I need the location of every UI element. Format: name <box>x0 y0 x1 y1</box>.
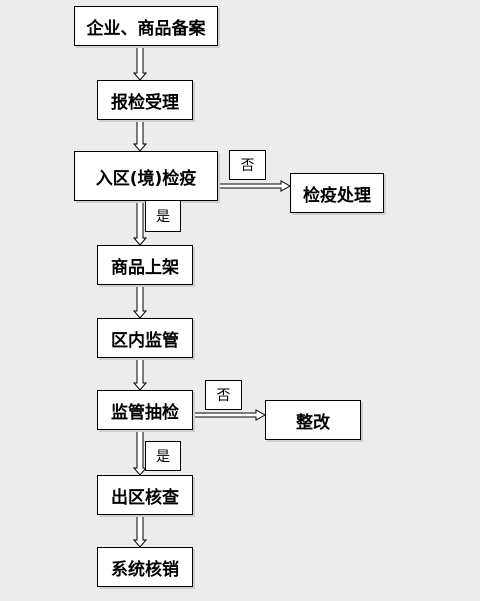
arrow-quarantine-to-handling <box>218 180 292 192</box>
arrow-spot-check-to-rectification <box>193 409 267 421</box>
label-yes-quarantine: 是 <box>145 200 181 232</box>
label-no-quarantine: 否 <box>229 150 266 180</box>
arrow-supervision-to-spot-check <box>132 358 148 391</box>
arrow-shelving-to-supervision <box>132 285 148 319</box>
node-entry-quarantine: 入区(境)检疫 <box>74 151 218 201</box>
arrow-record-to-inspection <box>132 46 148 81</box>
label-yes-spot-check: 是 <box>145 441 181 471</box>
node-inspection-accept: 报检受理 <box>97 80 193 120</box>
node-rectification: 整改 <box>265 400 361 440</box>
node-record: 企业、商品备案 <box>74 6 218 46</box>
arrow-exit-to-writeoff <box>132 515 148 548</box>
node-system-writeoff: 系统核销 <box>97 547 193 587</box>
node-spot-check: 监管抽检 <box>97 390 193 430</box>
node-quarantine-handling: 检疫处理 <box>290 173 384 213</box>
node-exit-check: 出区核查 <box>97 475 193 515</box>
label-no-spot-check: 否 <box>205 380 242 410</box>
node-zone-supervision: 区内监管 <box>97 318 193 358</box>
node-goods-shelving: 商品上架 <box>97 245 193 285</box>
arrow-inspection-to-quarantine <box>132 120 148 152</box>
